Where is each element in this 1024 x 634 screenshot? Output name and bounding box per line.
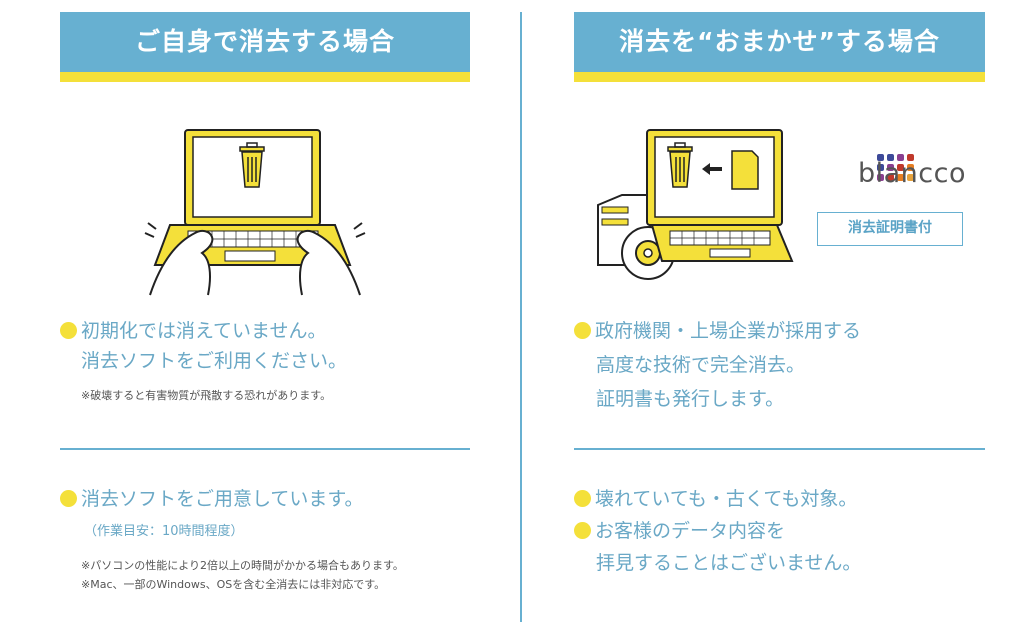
right-section-title: 消去を“おまかせ”する場合 <box>619 27 940 56</box>
blancco-logo <box>877 154 914 181</box>
bullet-dot-icon <box>574 522 591 539</box>
left-note-1: ※破壊すると有害物質が飛散する恐れがあります。 <box>81 389 332 402</box>
bullet-dot-icon <box>574 322 591 339</box>
left-note-2a: ※パソコンの性能により2倍以上の時間がかかる場合もあります。 <box>81 559 404 572</box>
trash-icon <box>667 142 693 188</box>
bullet-dot-icon <box>60 322 77 339</box>
bullet-dot-icon <box>574 490 591 507</box>
bullet-dot-icon <box>60 490 77 507</box>
hands-icon <box>149 229 361 296</box>
arrow-left-icon <box>702 163 722 175</box>
left-note-2b: ※Mac、一部のWindows、OSを含む全消去には非対応です。 <box>81 578 386 591</box>
document-icon <box>731 150 759 190</box>
left-separator <box>60 448 470 450</box>
right-point-3-cont: 拝見することはございません。 <box>596 552 862 574</box>
left-point-1: 初期化では消えていません。 <box>60 318 326 344</box>
left-section-header: ご自身で消去する場合 <box>60 12 470 82</box>
right-point-1: 政府機関・上場企業が採用する <box>574 318 861 344</box>
center-divider <box>520 12 522 622</box>
laptop-file-to-trash-icon <box>597 129 794 280</box>
certificate-badge: 消去証明書付 <box>817 212 963 246</box>
trash-icon <box>239 142 265 188</box>
right-separator <box>574 448 985 450</box>
right-point-1-cont-a: 高度な技術で完全消去。 <box>596 354 806 376</box>
left-point-1-cont: 消去ソフトをご利用ください。 <box>81 350 348 372</box>
right-point-2: 壊れていても・古くても対象。 <box>574 486 857 512</box>
right-point-3: お客様のデータ内容を <box>574 518 785 544</box>
blancco-brand-name: blancco <box>858 158 967 189</box>
left-point-2: 消去ソフトをご用意しています。 <box>60 486 364 512</box>
right-point-1-cont-b: 証明書も発行します。 <box>596 388 785 410</box>
left-sub-note: （作業目安：10時間程度） <box>84 524 244 539</box>
laptop-trash-icon <box>144 129 366 296</box>
left-section-title: ご自身で消去する場合 <box>134 27 395 56</box>
right-section-header: 消去を“おまかせ”する場合 <box>574 12 985 82</box>
